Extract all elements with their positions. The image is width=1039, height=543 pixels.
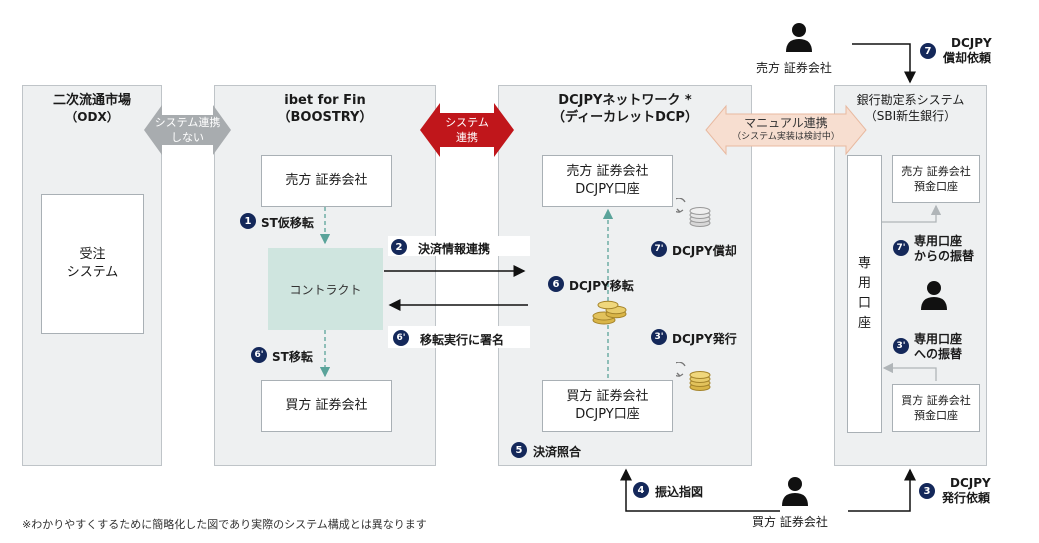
system-link-line2: 連携	[456, 131, 478, 144]
buyer-person-label: 買方 証券会社	[752, 515, 828, 529]
manual-link-line1: マニュアル連携	[744, 116, 828, 130]
step-7p-dcp-label: DCJPY償却	[672, 244, 737, 258]
step-1-badge: 1	[240, 213, 256, 229]
ibet-seller-label: 売方 証券会社	[285, 173, 368, 188]
step-2-label: 決済情報連携	[418, 242, 491, 256]
bank-buyer-line2: 預金口座	[914, 409, 958, 422]
step-6p-group	[388, 326, 530, 348]
step-6-label: DCJPY移転	[569, 279, 634, 293]
step-3p-badge: 3'	[893, 338, 909, 354]
ibet-seller-box: 売方 証券会社	[261, 155, 392, 207]
dcjpy-buyer-line2: DCJPY口座	[575, 407, 640, 422]
step-2-group	[388, 236, 530, 256]
step-7-badge: 7	[920, 43, 936, 59]
ibet-panel: ibet for Fin （BOOSTRY） 売方 証券会社 コントラクト 買方…	[214, 85, 436, 466]
step-3-line1: DCJPY	[950, 476, 991, 490]
dcjpy-buyer-line1: 買方 証券会社	[566, 389, 649, 404]
ibet-buyer-label: 買方 証券会社	[285, 398, 368, 413]
contract-box: コントラクト	[268, 248, 383, 330]
no-link-line1: システム連携	[154, 116, 221, 129]
manual-link-line2: （システム実装は検討中）	[732, 132, 840, 142]
step-4-label: 振込指図	[655, 485, 704, 499]
step-7p-badge: 7'	[893, 240, 909, 256]
manual-link-label: マニュアル連携 （システム実装は検討中）	[712, 115, 860, 143]
contract-label: コントラクト	[289, 282, 362, 297]
step-7p-line1: 専用口座	[914, 234, 963, 248]
dedicated-account-box: 専 用 口 座	[847, 155, 882, 433]
bank-subtitle: （SBI新生銀行）	[864, 109, 957, 123]
dcjpy-seller-account: 売方 証券会社 DCJPY口座	[542, 155, 673, 207]
step-4-badge: 4	[633, 482, 649, 498]
bank-seller-deposit: 売方 証券会社 預金口座	[892, 155, 980, 203]
dcjpy-buyer-account: 買方 証券会社 DCJPY口座	[542, 380, 673, 432]
bank-panel: 銀行勘定系システム （SBI新生銀行） 専 用 口 座 売方 証券会社 預金口座…	[834, 85, 987, 466]
step-5-label: 決済照合	[533, 445, 582, 459]
odx-panel: 二次流通市場 （ODX） 受注 システム	[22, 85, 162, 466]
no-link-line2: しない	[171, 131, 204, 144]
dedicated-account-label: 専 用 口 座	[857, 256, 871, 331]
bank-buyer-deposit: 買方 証券会社 預金口座	[892, 384, 980, 432]
step-3-badge: 3	[919, 483, 935, 499]
step-6p-st-label: ST移転	[272, 350, 313, 364]
no-link-arrow	[144, 105, 231, 155]
no-link-label: システム連携 しない	[155, 115, 221, 145]
step-3p-line1: 専用口座	[914, 332, 963, 346]
ibet-buyer-box: 買方 証券会社	[261, 380, 392, 432]
odx-subtitle: （ODX）	[65, 110, 119, 124]
seller-person-label: 売方 証券会社	[756, 61, 832, 75]
step-6p-badge: 6'	[393, 330, 409, 346]
step-6-badge: 6	[548, 276, 564, 292]
manual-link-arrow	[705, 104, 867, 156]
dcjpy-title: DCJPYネットワーク *	[558, 93, 692, 108]
dcjpy-subtitle: （ディーカレットDCP）	[552, 110, 698, 125]
order-system-label: 受注 システム	[66, 247, 119, 280]
bank-buyer-line1: 買方 証券会社	[901, 394, 971, 407]
order-system-box: 受注 システム	[41, 194, 144, 334]
dcjpy-seller-line1: 売方 証券会社	[566, 164, 649, 179]
step-3-line2: 発行依頼	[942, 491, 991, 505]
ibet-title: ibet for Fin	[284, 93, 366, 108]
step-3-label: DCJPY 発行依頼	[942, 476, 991, 506]
coins-icon-burn	[676, 198, 711, 227]
dcjpy-seller-line2: DCJPY口座	[575, 182, 640, 197]
bank-person-icon	[921, 281, 947, 310]
step-2-badge: 2	[391, 239, 407, 255]
step-1-label: ST仮移転	[261, 216, 314, 230]
step-7p-label: 専用口座 からの振替	[914, 234, 974, 264]
ibet-subtitle: （BOOSTRY）	[277, 110, 373, 125]
footnote: ※わかりやすくするために簡略化した図であり実際のシステム構成とは異なります	[22, 518, 427, 531]
buyer-person-icon	[782, 477, 808, 506]
odx-title: 二次流通市場	[52, 93, 131, 108]
seller-person-icon	[786, 23, 812, 52]
system-link-arrow	[420, 103, 514, 157]
step-7p-line2: からの振替	[914, 249, 975, 263]
step-6p-st-badge: 6'	[251, 347, 267, 363]
step-3p-label: 専用口座 への振替	[914, 332, 962, 362]
step-3p-dcp-badge: 3'	[651, 329, 667, 345]
step-7-line2: 償却依頼	[943, 51, 992, 65]
step-7p-dcp-badge: 7'	[651, 241, 667, 257]
coins-icon-issue	[676, 362, 711, 391]
system-link-label: システム 連携	[440, 115, 494, 145]
step-7-label: DCJPY 償却依頼	[943, 36, 992, 66]
bank-seller-line1: 売方 証券会社	[901, 165, 971, 178]
step-3p-line2: への振替	[914, 347, 963, 361]
step-7-line1: DCJPY	[951, 36, 992, 50]
bank-seller-line2: 預金口座	[914, 180, 958, 193]
step-6p-label: 移転実行に署名	[420, 333, 505, 347]
dcjpy-panel: DCJPYネットワーク * （ディーカレットDCP） 売方 証券会社 DCJPY…	[498, 85, 752, 466]
coins-icon-transfer	[592, 300, 627, 325]
step-5-badge: 5	[511, 442, 527, 458]
system-link-line1: システム	[445, 116, 489, 129]
bank-title: 銀行勘定系システム	[856, 93, 965, 107]
step-3p-dcp-label: DCJPY発行	[672, 332, 737, 346]
